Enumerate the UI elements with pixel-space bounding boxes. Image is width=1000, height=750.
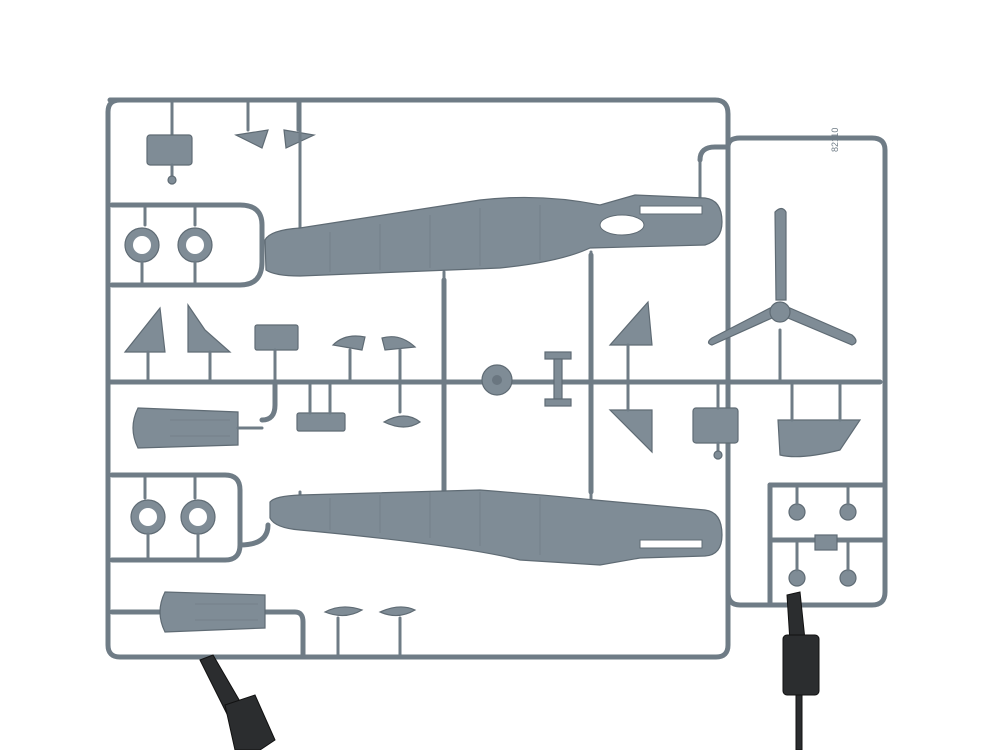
fuselage-half-upper — [264, 98, 723, 287]
propeller-part — [707, 207, 857, 384]
small-panel-part — [254, 324, 299, 384]
wheel-pair-lower — [130, 473, 216, 562]
rudder-parts — [608, 300, 653, 454]
sprue-code-label: 82110 — [830, 128, 840, 152]
wheel-covers-bottom — [323, 606, 417, 659]
oil-cooler-part-right — [692, 380, 739, 460]
tailwheel-part — [544, 351, 572, 407]
clamp-right — [782, 591, 820, 750]
wheel-pair-upper — [124, 203, 213, 287]
cowling-part-lower — [159, 591, 266, 633]
wheel-cover-middle — [382, 380, 422, 428]
canopy-fairing-parts — [234, 98, 317, 149]
spinner-hub — [481, 364, 513, 396]
wheel-covers-top — [331, 335, 417, 384]
small-wheels-right — [788, 483, 857, 587]
horizontal-stabilizer-parts — [123, 303, 232, 384]
small-bracket-part — [296, 380, 346, 432]
sprue-frame-main — [105, 97, 883, 660]
oil-cooler-part — [146, 98, 193, 185]
flap-part-right — [777, 380, 862, 458]
clamp-left — [199, 654, 276, 750]
fuselage-half-lower — [269, 489, 723, 566]
cowling-part-upper — [132, 407, 264, 449]
